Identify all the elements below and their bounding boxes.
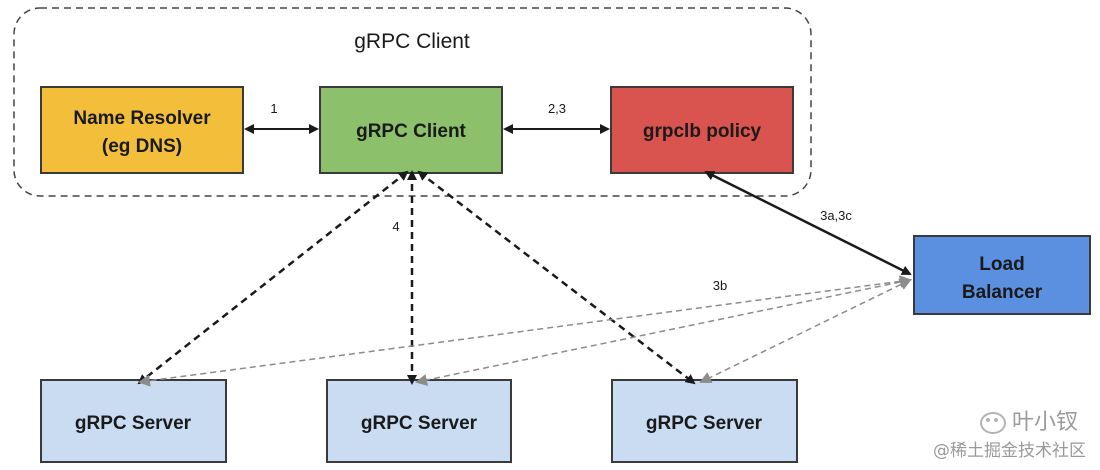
wechat-icon	[979, 412, 1006, 434]
edge-4-arrow-right	[417, 170, 696, 385]
edge-2-3-label: 2,3	[548, 101, 566, 116]
grpc-server-box	[326, 379, 512, 463]
edge-3b-arrow-right	[699, 278, 912, 384]
grpc-server-node: gRPC Server	[40, 379, 227, 463]
watermark-author-text: 叶小钗	[1011, 410, 1078, 435]
edge-3b-arrow-left	[138, 275, 912, 387]
grpc-server-label: gRPC Server	[361, 413, 478, 434]
grpc-server-box	[40, 379, 227, 463]
grpc-client-label: gRPC Client	[356, 121, 466, 142]
name-resolver-label-line1: Name Resolver	[73, 108, 211, 129]
name-resolver-box	[40, 86, 244, 174]
grpclb-policy-label: grpclb policy	[643, 121, 762, 142]
edge-1-label: 1	[270, 101, 277, 116]
load-balancer-label-line1: Load	[979, 254, 1024, 275]
watermark-author: 叶小钗	[979, 404, 1078, 436]
edge-3a-3c-arrow	[704, 170, 912, 276]
name-resolver-node: Name Resolver (eg DNS)	[40, 86, 244, 174]
group-title: gRPC Client	[354, 30, 470, 53]
grpc-client-node: gRPC Client	[319, 86, 503, 174]
name-resolver-label-line2: (eg DNS)	[102, 136, 182, 157]
grpc-server-node: gRPC Server	[611, 379, 798, 463]
edge-4-arrow-left	[137, 170, 409, 385]
edge-4-label: 4	[392, 219, 399, 234]
edge-3a-3c-label: 3a,3c	[820, 208, 852, 223]
edge-3b-label: 3b	[713, 278, 727, 293]
load-balancer-label-line2: Balancer	[962, 282, 1043, 303]
grpc-server-label: gRPC Server	[75, 413, 192, 434]
load-balancer-box	[913, 235, 1091, 315]
grpclb-policy-node: grpclb policy	[610, 86, 794, 174]
load-balancer-node: Load Balancer	[913, 235, 1091, 315]
grpc-server-box	[611, 379, 798, 463]
grpclb-policy-box	[610, 86, 794, 174]
grpc-server-node: gRPC Server	[326, 379, 512, 463]
edge-3b-arrow-center	[415, 276, 912, 386]
grpc-server-label: gRPC Server	[646, 413, 763, 434]
watermark-site: @稀土掘金技术社区	[933, 441, 1086, 461]
